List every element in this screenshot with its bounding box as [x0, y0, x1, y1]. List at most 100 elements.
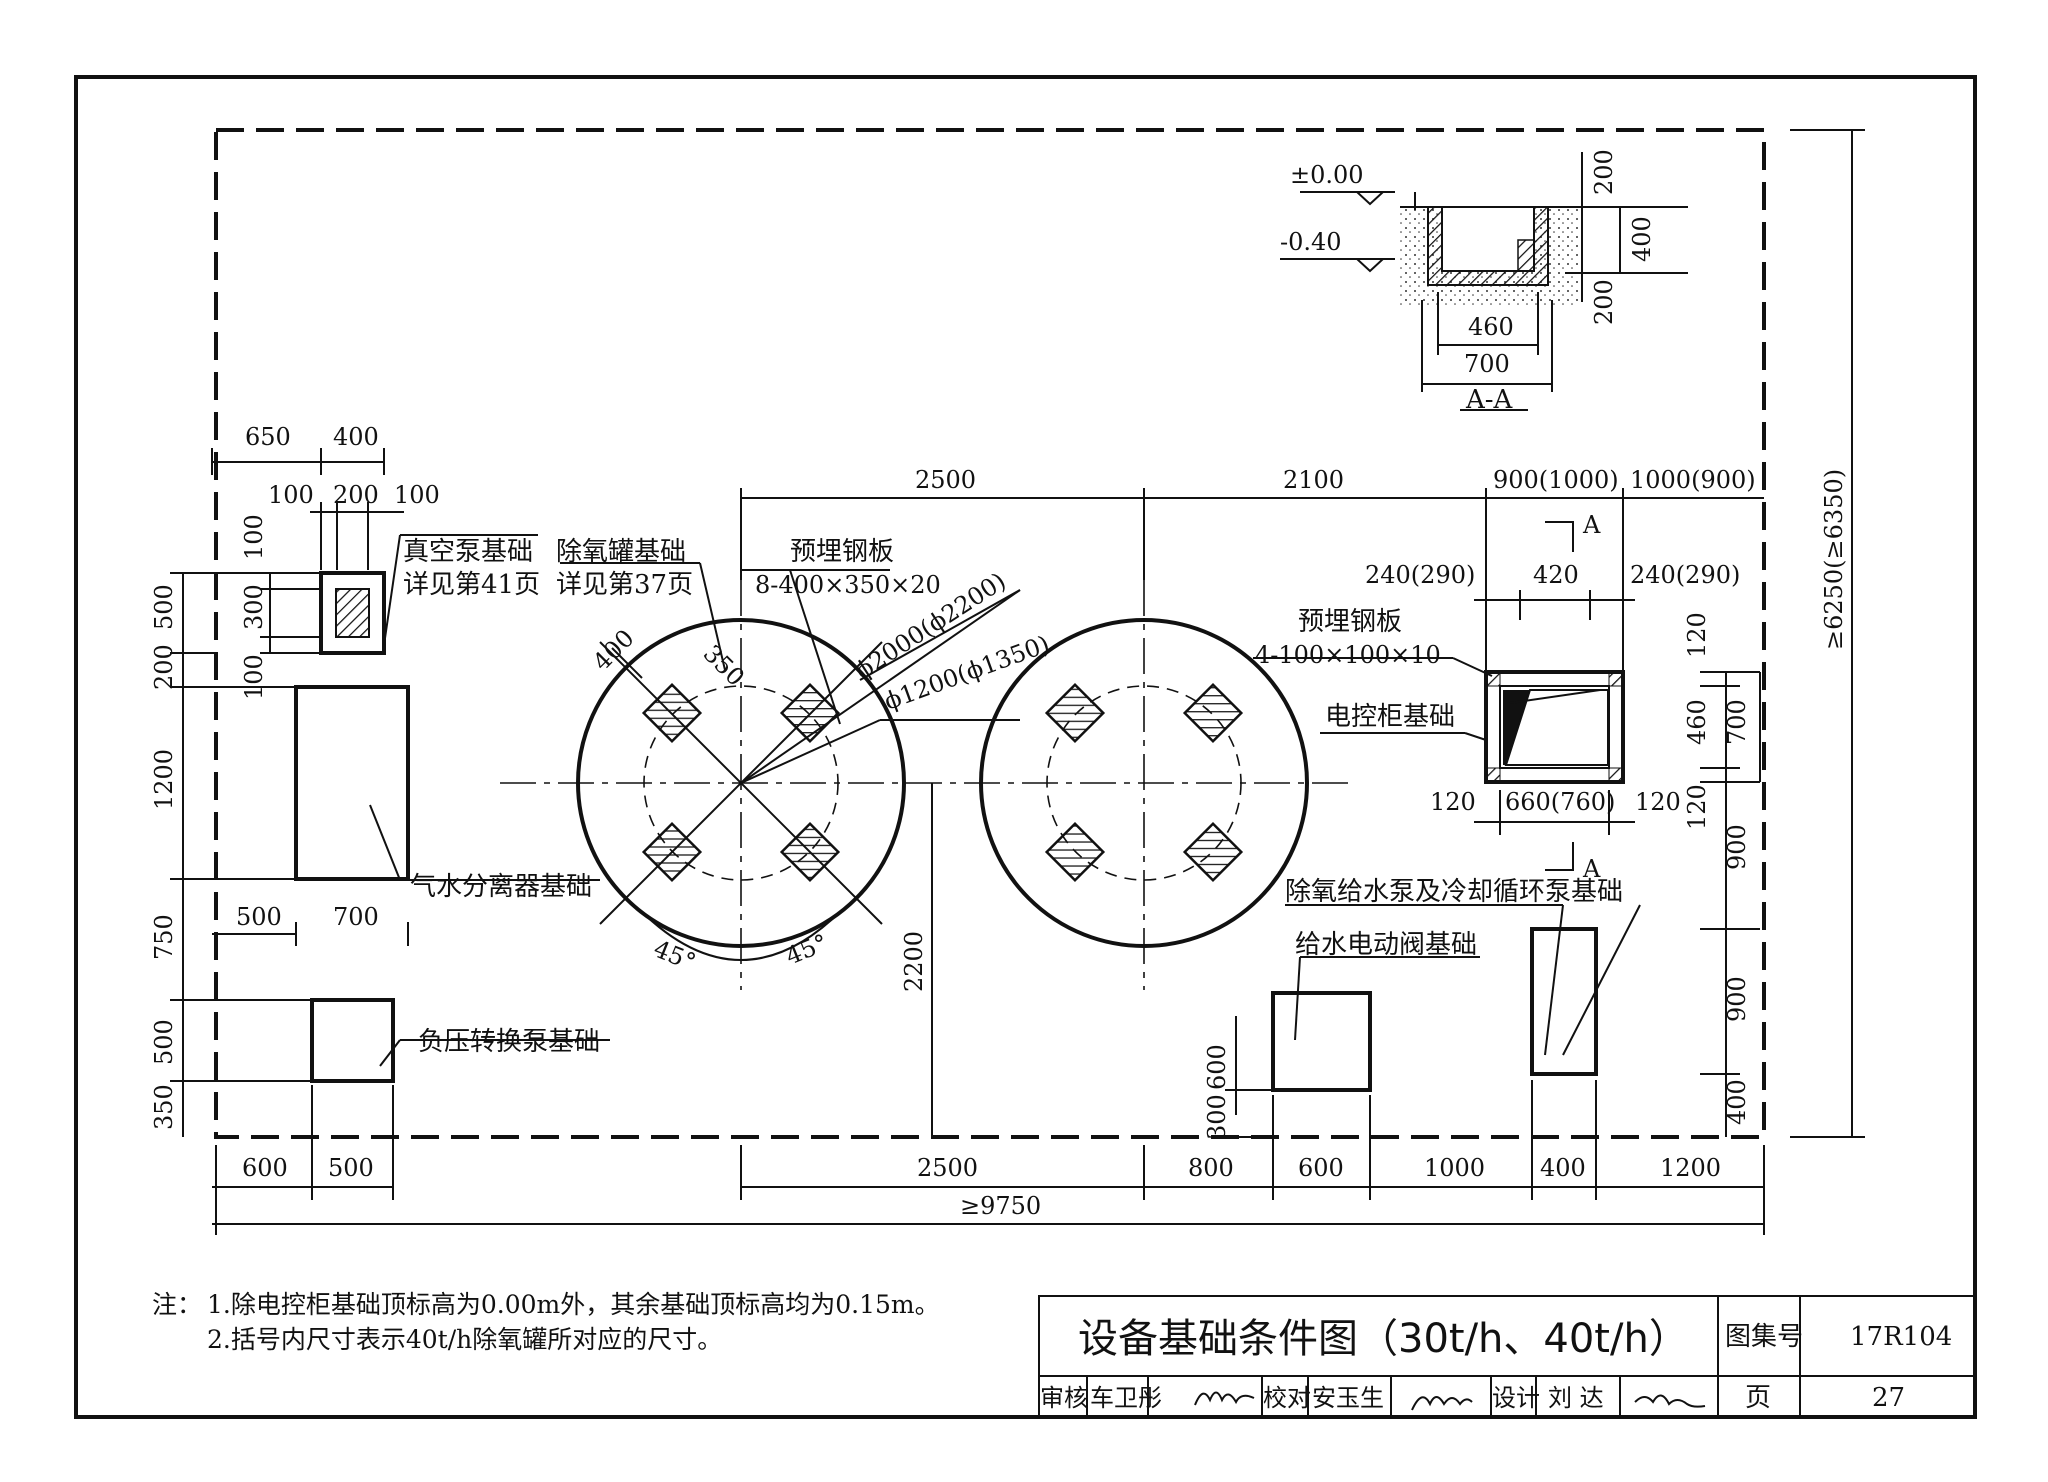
dim-1000: 1000	[1424, 1154, 1485, 1182]
dim-900-b: 900	[1723, 976, 1751, 1022]
dim-120-b: 120	[1635, 788, 1681, 816]
dim-700: 700	[1464, 350, 1510, 378]
dim-600-c: 600	[1203, 1044, 1231, 1090]
dim-460: 460	[1468, 313, 1514, 341]
checker-name: 安玉生	[1312, 1384, 1384, 1412]
dim-500-c: 500	[236, 903, 282, 931]
dim-800: 800	[1188, 1154, 1234, 1182]
dim-600-b: 600	[1298, 1154, 1344, 1182]
atlas-no: 17R104	[1850, 1322, 1952, 1352]
dim-240-290-a: 240(290)	[1365, 561, 1475, 589]
dim-200-b: 200	[1590, 279, 1618, 325]
dim-350: 350	[150, 1084, 178, 1130]
dim-1000-900: 1000(900)	[1630, 466, 1756, 494]
dim-700-b: 700	[333, 903, 379, 931]
dim-400-c: 400	[1723, 1079, 1751, 1125]
dim-650: 650	[245, 423, 291, 451]
dim-660-760: 660(760)	[1505, 788, 1615, 816]
dim-120-a: 120	[1430, 788, 1476, 816]
dim-100-d: 100	[240, 654, 268, 700]
leaders	[369, 534, 1641, 1067]
title-block	[1038, 1295, 1976, 1418]
note-1: 1.除电控柜基础顶标高为0.00m外，其余基础顶标高均为0.15m。	[207, 1290, 940, 1319]
note-2: 2.括号内尺寸表示40t/h除氧罐所对应的尺寸。	[207, 1325, 722, 1354]
elev-zero: ±0.00	[1290, 161, 1364, 189]
dim-2500-b: 2500	[917, 1154, 978, 1182]
dim-500-b: 500	[150, 1019, 178, 1065]
section-title: A-A	[1465, 385, 1514, 415]
dim-400-b: 400	[1540, 1154, 1586, 1182]
dim-100-a: 100	[268, 481, 314, 509]
room-outline	[214, 128, 1766, 1139]
dim-400-a: 400	[1628, 216, 1656, 262]
label-pumps: 除氧给水泵及冷却循环泵基础	[1285, 877, 1623, 907]
dim-400-top: 400	[333, 423, 379, 451]
reviewer-label: 审核	[1040, 1384, 1088, 1412]
label-deaerator: 除氧罐基础	[556, 537, 686, 567]
label-embedded-plate-2-spec: 4-100×100×10	[1255, 641, 1441, 669]
dim-700-c: 700	[1723, 699, 1751, 745]
dim-460-b: 460	[1683, 699, 1711, 745]
label-embedded-plate-1: 预埋钢板	[790, 537, 894, 567]
label-control-cabinet: 电控柜基础	[1325, 702, 1455, 732]
dim-120-d: 120	[1683, 784, 1711, 830]
dim-200-top: 200	[333, 481, 379, 509]
dim-500-d: 500	[328, 1154, 374, 1182]
section-mark-bottom: A	[1582, 855, 1601, 883]
dim-240-290-b: 240(290)	[1630, 561, 1740, 589]
atlas-no-label: 图集号	[1725, 1322, 1803, 1352]
label-neg-pressure-pump: 负压转换泵基础	[418, 1027, 600, 1057]
sheet-border	[74, 75, 1977, 1419]
dim-2500-a: 2500	[915, 466, 976, 494]
drawing-title: 设备基础条件图（30t/h、40t/h）	[1078, 1316, 1689, 1362]
label-embedded-plate-1-spec: 8-400×350×20	[755, 571, 941, 599]
designer-label: 设计	[1492, 1384, 1540, 1412]
separator-foundation	[294, 685, 410, 881]
signature-designer	[1634, 1394, 1706, 1408]
elev-minus: -0.40	[1280, 228, 1342, 256]
dim-420: 420	[1533, 561, 1579, 589]
designer-name: 刘 达	[1548, 1384, 1604, 1412]
label-deaerator-ref: 详见第37页	[556, 570, 693, 600]
dim-350-plate: 350	[698, 639, 750, 691]
dim-750: 750	[150, 914, 178, 960]
reviewer-name: 车卫彤	[1090, 1384, 1162, 1412]
section-a-a	[1280, 152, 1688, 411]
dim-300-b: 300	[1203, 1094, 1231, 1140]
valve-foundation	[1271, 991, 1372, 1092]
dim-1200-b: 1200	[1660, 1154, 1721, 1182]
dim-900-1000: 900(1000)	[1493, 466, 1619, 494]
vacuum-pump-foundation	[319, 571, 386, 655]
page-label: 页	[1745, 1383, 1771, 1413]
angle-45-b: 45°	[782, 929, 832, 971]
checker-label: 校对	[1263, 1384, 1311, 1412]
dim-200-c: 200	[150, 644, 178, 690]
label-embedded-plate-2: 预埋钢板	[1298, 607, 1402, 637]
page-no: 27	[1872, 1383, 1905, 1413]
dim-120-c: 120	[1683, 612, 1711, 658]
dim-600-a: 600	[242, 1154, 288, 1182]
angle-45-a: 45°	[650, 935, 700, 977]
dim-2200: 2200	[900, 931, 928, 992]
dim-2100: 2100	[1283, 466, 1344, 494]
dim-100-b: 100	[394, 481, 440, 509]
neg-pressure-pump-foundation	[310, 998, 395, 1083]
dim-9750: ≥9750	[960, 1192, 1041, 1220]
dim-1200-a: 1200	[150, 749, 178, 810]
signature-reviewer	[1194, 1391, 1255, 1406]
label-vacuum-pump: 真空泵基础	[403, 537, 533, 567]
dim-100-c: 100	[240, 514, 268, 560]
dim-500-a: 500	[150, 584, 178, 630]
dim-300: 300	[240, 584, 268, 630]
dim-900-a: 900	[1723, 824, 1751, 870]
notes-prefix: 注：	[152, 1290, 202, 1319]
label-vacuum-pump-ref: 详见第41页	[403, 570, 540, 600]
label-valve: 给水电动阀基础	[1295, 930, 1477, 960]
control-cabinet-foundation	[1484, 670, 1625, 784]
vacuum-pump-core	[335, 588, 370, 638]
label-separator: 气水分离器基础	[410, 872, 592, 902]
pumps-foundation	[1530, 927, 1598, 1076]
dimension-lines	[170, 129, 1865, 1235]
